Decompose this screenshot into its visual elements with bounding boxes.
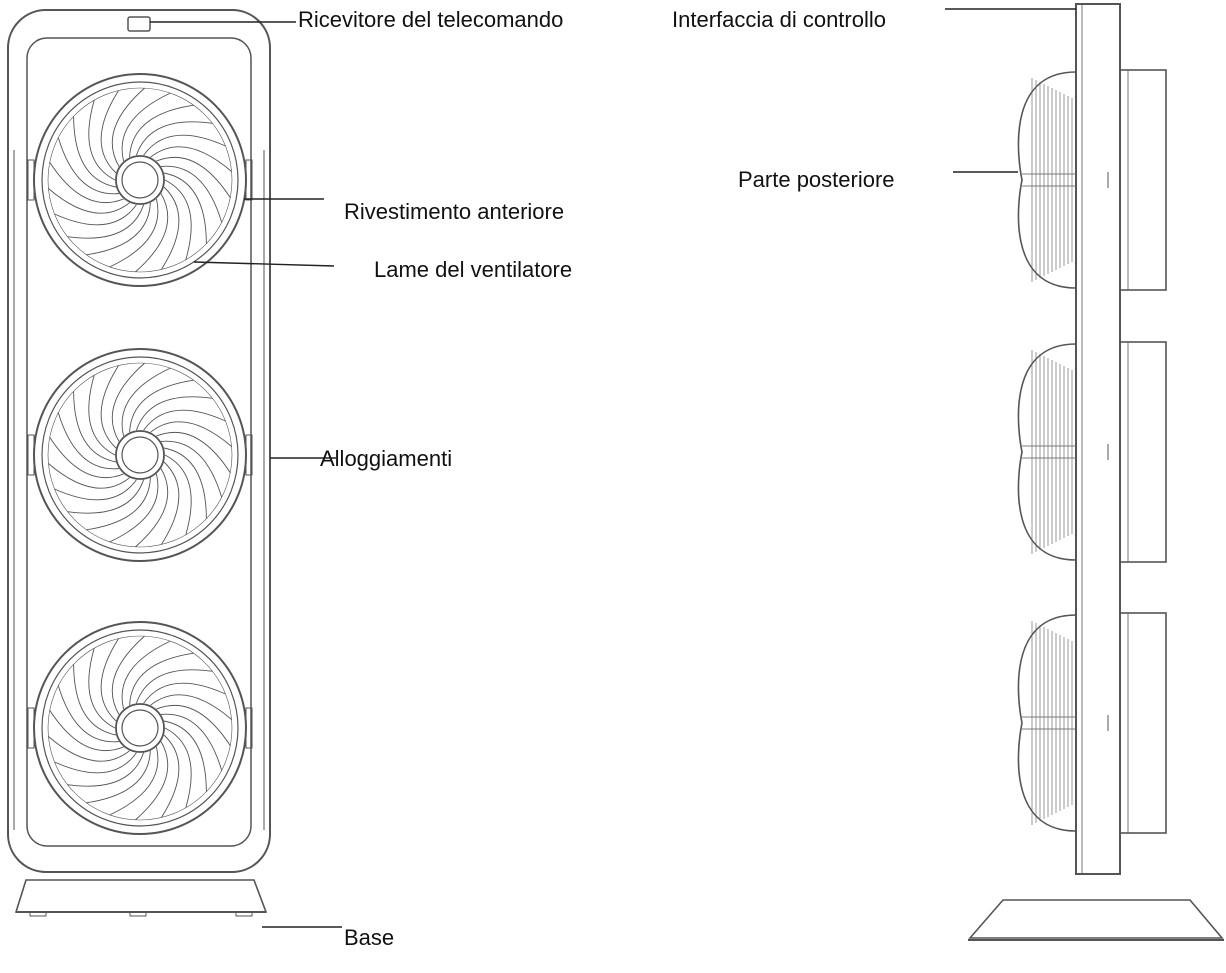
label-remote-receiver: Ricevitore del telecomando bbox=[298, 7, 564, 32]
side-fan-unit-2 bbox=[1017, 341, 1167, 563]
label-fan-blades: Lame del ventilatore bbox=[374, 257, 573, 282]
front-outer-frame bbox=[7, 9, 271, 873]
fan-grilles bbox=[27, 73, 253, 835]
side-column bbox=[1075, 3, 1121, 875]
side-fan-units bbox=[1017, 69, 1167, 834]
front-base bbox=[14, 879, 268, 913]
fan-grille-1 bbox=[27, 73, 253, 287]
side-fan-unit-3 bbox=[1017, 612, 1167, 834]
leader-blades bbox=[193, 261, 335, 267]
label-housings: Alloggiamenti bbox=[320, 446, 453, 471]
label-rear-part: Parte posteriore bbox=[738, 167, 895, 192]
fan-grille-2 bbox=[27, 348, 253, 562]
front-view bbox=[7, 9, 271, 917]
side-fan-unit-1 bbox=[1017, 69, 1167, 291]
leader-lines bbox=[150, 8, 1076, 928]
side-view bbox=[968, 3, 1224, 941]
label-base: Base bbox=[344, 925, 395, 950]
fan-grille-3 bbox=[27, 621, 253, 835]
label-control-interface: Interfaccia di controllo bbox=[672, 7, 886, 32]
front-inner-frame bbox=[26, 37, 252, 847]
label-front-cover: Rivestimento anteriore bbox=[344, 199, 565, 224]
side-base bbox=[968, 899, 1224, 939]
remote-receiver bbox=[127, 16, 151, 32]
